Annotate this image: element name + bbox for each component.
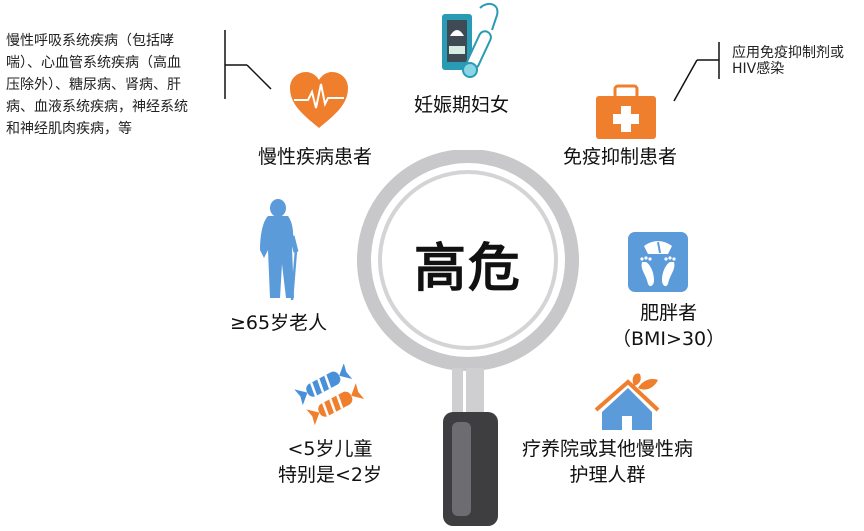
note-line: 和神经肌肉疾病，等 <box>6 121 132 137</box>
note-line: 喘）、心血管系统疾病（高血 <box>6 55 181 71</box>
nursing-label-line-1: 疗养院或其他慢性病 <box>522 438 694 460</box>
house-leaf-icon <box>594 373 660 430</box>
ultrasound-icon <box>442 2 499 78</box>
nursing-label-line-2: 护理人群 <box>569 464 646 486</box>
note-line: 应用免疫抑制剂或 <box>732 45 844 61</box>
nursing-label: 疗养院或其他慢性病 护理人群 <box>522 436 693 488</box>
children-label-line-1: <5岁儿童 <box>287 438 373 460</box>
note-line: 病、血液系统疾病，神经系统 <box>6 99 188 115</box>
note-line: 压除外）、糖尿病、肾病、肝 <box>6 77 181 93</box>
immuno-note: 应用免疫抑制剂或 HIV感染 <box>732 42 844 80</box>
candy-icon <box>294 364 365 426</box>
obese-label: 肥胖者 （BMI>30） <box>612 300 725 352</box>
immuno-label: 免疫抑制患者 <box>563 146 678 168</box>
elderly-label: ≥65岁老人 <box>230 312 328 334</box>
center-title: 高危 <box>414 239 523 299</box>
pregnant-label: 妊娠期妇女 <box>414 94 510 116</box>
heart-ecg-icon <box>290 72 348 128</box>
note-line: 慢性呼吸系统疾病（包括哮 <box>6 33 174 49</box>
medical-kit-icon <box>596 84 656 139</box>
scale-icon <box>628 232 688 292</box>
children-label: <5岁儿童 特别是<2岁 <box>278 436 382 488</box>
obese-label-line-2: （BMI>30） <box>612 328 726 350</box>
chronic-label: 慢性疾病患者 <box>258 146 373 168</box>
obese-label-line-1: 肥胖者 <box>640 302 698 324</box>
chronic-disease-note: 慢性呼吸系统疾病（包括哮 喘）、心血管系统疾病（高血 压除外）、糖尿病、肾病、肝… <box>6 30 228 140</box>
note-line: HIV感染 <box>732 61 785 77</box>
children-label-line-2: 特别是<2岁 <box>278 464 383 486</box>
magnifier-icon <box>357 150 579 526</box>
elderly-cane-icon <box>260 199 299 301</box>
